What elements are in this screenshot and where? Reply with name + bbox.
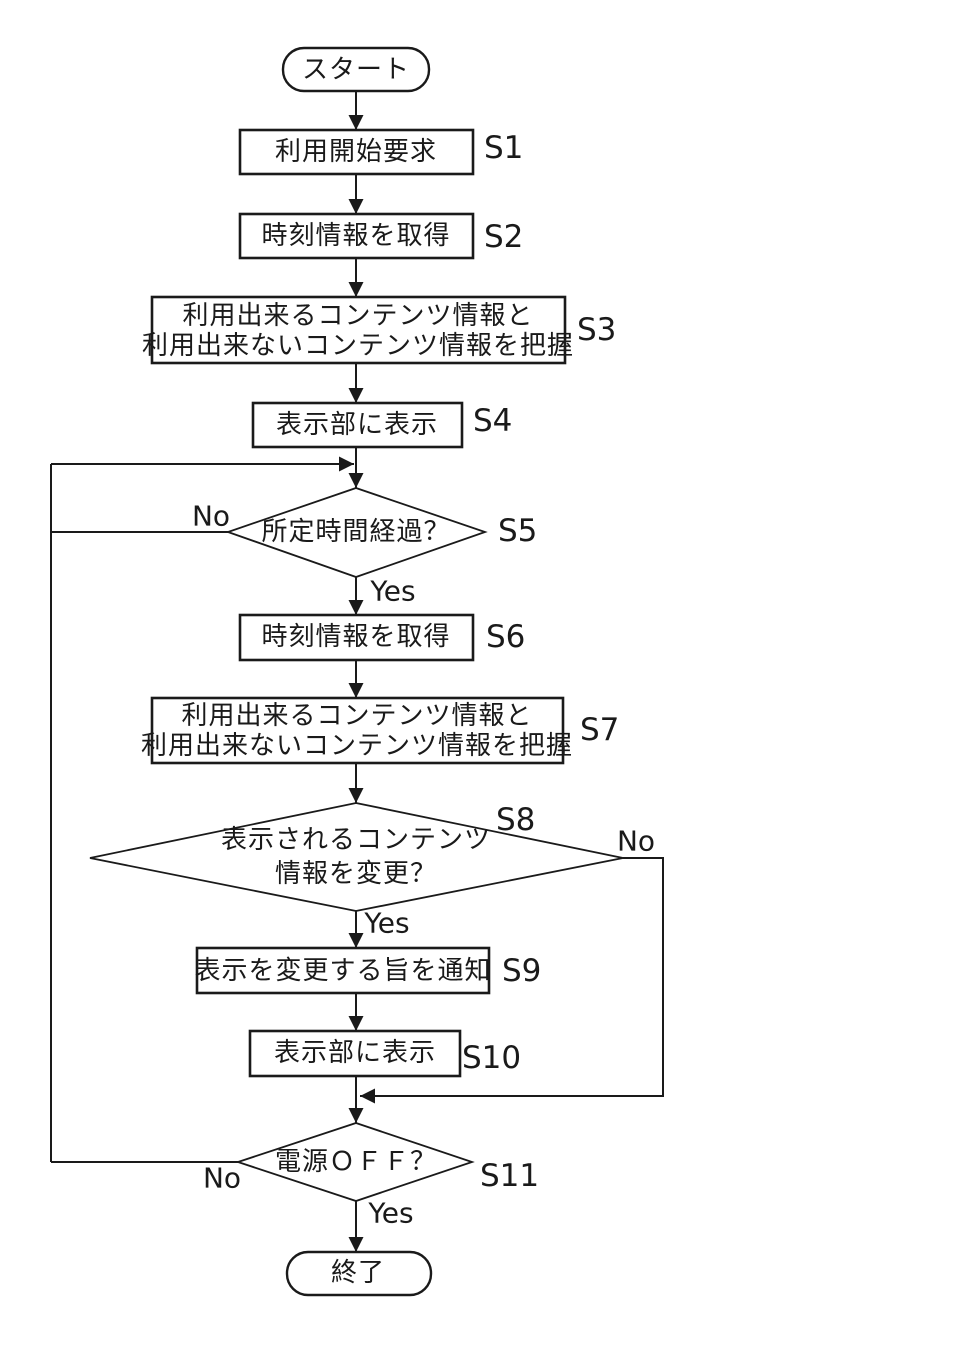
node-s9: 表示を変更する旨を通知 xyxy=(194,946,491,995)
step-label-s8: S8 xyxy=(496,802,535,838)
s11-no-label: No xyxy=(203,1162,241,1195)
s5-label: 所定時間経過？ xyxy=(261,517,450,547)
step-labels: S1 S2 S3 S4 S5 S6 S7 S8 S9 S10 S11 xyxy=(462,130,619,1194)
s8-diamond xyxy=(89,802,624,912)
s7-label-line2: 利用出来ないコンテンツ情報を把握 xyxy=(141,731,573,761)
s8-no-label: No xyxy=(617,825,655,858)
s7-box xyxy=(150,696,565,765)
s5-no-label: No xyxy=(192,500,230,533)
node-s8-decision: 表示されるコンテンツ 情報を変更？ xyxy=(89,802,624,912)
step-label-s4: S4 xyxy=(473,403,512,439)
edge-s8-no-bypass xyxy=(360,857,664,1104)
s1-box xyxy=(238,128,475,176)
step-label-s5: S5 xyxy=(498,513,537,549)
s3-box xyxy=(150,295,567,365)
step-label-s1: S1 xyxy=(484,130,523,166)
node-s2: 時刻情報を取得 xyxy=(238,212,475,260)
s8-label-line1: 表示されるコンテンツ xyxy=(221,825,491,855)
s11-yes-label: Yes xyxy=(367,1197,413,1230)
s7-label-line1: 利用出来るコンテンツ情報と xyxy=(181,701,532,731)
node-end-terminal: 終了 xyxy=(285,1250,433,1297)
s9-label: 表示を変更する旨を通知 xyxy=(194,956,491,986)
nodes: スタート 利用開始要求 時刻情報を取得 利用出来るコンテンツ情報と 利用出来ない… xyxy=(89,46,624,1297)
s6-label: 時刻情報を取得 xyxy=(261,622,450,652)
s3-label-line1: 利用出来るコンテンツ情報と xyxy=(182,301,533,331)
s8-yes-label: Yes xyxy=(363,907,409,940)
node-s4: 表示部に表示 xyxy=(251,401,464,449)
step-label-s10: S10 xyxy=(462,1040,521,1076)
node-s3: 利用出来るコンテンツ情報と 利用出来ないコンテンツ情報を把握 xyxy=(142,295,574,365)
node-s7: 利用出来るコンテンツ情報と 利用出来ないコンテンツ情報を把握 xyxy=(141,696,573,765)
s1-label: 利用開始要求 xyxy=(275,137,437,167)
node-s10: 表示部に表示 xyxy=(248,1029,462,1078)
branch-labels: No Yes No Yes No Yes xyxy=(192,500,655,1230)
step-label-s9: S9 xyxy=(502,953,541,989)
s2-label: 時刻情報を取得 xyxy=(261,221,450,251)
end-terminal-shape xyxy=(285,1250,433,1297)
start-terminal-shape xyxy=(281,46,431,93)
node-s5-decision: 所定時間経過？ xyxy=(225,487,488,578)
s6-box xyxy=(238,613,475,662)
edges xyxy=(50,91,664,1252)
s2-box xyxy=(238,212,475,260)
s10-box xyxy=(248,1029,462,1078)
node-s1: 利用開始要求 xyxy=(238,128,475,176)
end-terminal-label: 終了 xyxy=(331,1258,385,1288)
node-start-terminal: スタート xyxy=(281,46,431,93)
s9-box xyxy=(195,946,491,995)
node-s6: 時刻情報を取得 xyxy=(238,613,475,662)
step-label-s3: S3 xyxy=(577,312,616,348)
start-terminal-label: スタート xyxy=(302,55,410,85)
step-label-s7: S7 xyxy=(580,712,619,748)
s11-label: 電源ＯＦＦ？ xyxy=(275,1147,437,1177)
s10-label: 表示部に表示 xyxy=(274,1038,436,1068)
s3-label-line2: 利用出来ないコンテンツ情報を把握 xyxy=(142,331,574,361)
s4-box xyxy=(251,401,464,449)
s5-diamond xyxy=(225,487,488,578)
s8-label-line2: 情報を変更？ xyxy=(275,859,437,889)
s4-label: 表示部に表示 xyxy=(276,410,438,440)
s11-diamond xyxy=(235,1122,475,1202)
s5-yes-label: Yes xyxy=(369,575,415,608)
step-label-s11: S11 xyxy=(480,1158,539,1194)
node-s11-decision: 電源ＯＦＦ？ xyxy=(235,1122,475,1202)
step-label-s2: S2 xyxy=(484,219,523,255)
step-label-s6: S6 xyxy=(486,619,525,655)
